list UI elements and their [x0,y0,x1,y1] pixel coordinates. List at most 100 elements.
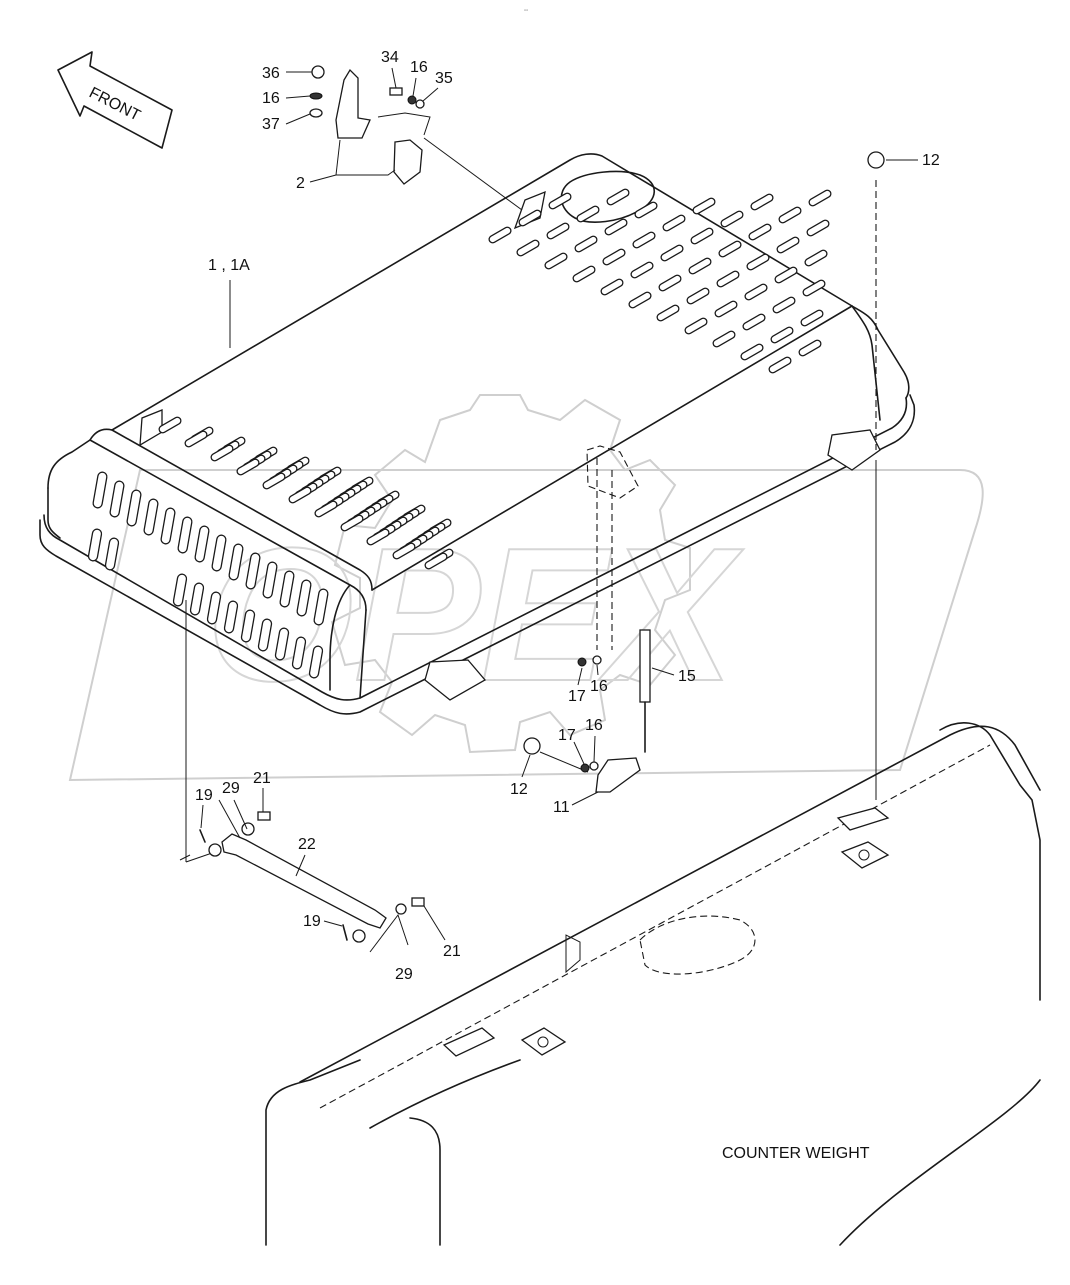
vent-slot [392,542,416,560]
vent-slot [518,209,542,227]
vent-slot [245,552,261,590]
callout-16-c: 16 [590,678,608,695]
callout-35: 35 [435,70,453,87]
top-vent-slots [158,188,832,570]
vent-slot [211,534,227,572]
vent-slot [240,609,256,643]
callout-16-b: 16 [410,59,428,76]
strut-bracket [595,757,641,793]
gas-strut [639,629,651,703]
vent-slot [656,304,680,322]
callout-1-1a: 1 , 1A [208,257,250,274]
callout-12-b: 12 [510,781,528,798]
bolt-34 [389,87,403,96]
vent-slot [160,507,176,545]
vent-slot [798,339,822,357]
vent-slot [223,600,239,634]
callout-22: 22 [298,836,316,853]
vent-slot [658,274,682,292]
vent-slot [634,201,658,219]
vent-slot [748,223,772,241]
vent-slot [262,472,286,490]
vent-slot [688,257,712,275]
washer-16-d [589,761,599,771]
callout-37: 37 [262,116,280,133]
vent-slot [628,291,652,309]
vent-slot [806,219,830,237]
callout-36: 36 [262,65,280,82]
hood-latch-assembly [309,65,431,185]
callout-29-a: 29 [222,780,240,797]
vent-slot [314,500,338,518]
front-arrow: FRONT [57,51,173,149]
vent-slot [228,543,244,581]
vent-slot [690,227,714,245]
vent-slot [604,218,628,236]
vent-slot [716,270,740,288]
vent-slot [802,279,826,297]
washer-29-b [208,843,222,857]
nut-17-a [577,657,587,667]
vent-slot [576,205,600,223]
callout-labels: 36 16 37 34 16 35 2 12 1 , 1A 17 16 15 1… [195,49,940,983]
nut-17-b [580,763,590,773]
vent-slot [574,235,598,253]
vent-slot [718,240,742,258]
vent-slot [630,261,654,279]
vent-slot [206,591,222,625]
hood-hinge-front [424,659,487,701]
bolt-36 [311,65,325,79]
callout-11: 11 [553,799,570,816]
vent-slot [158,416,182,434]
washer-37 [309,108,323,118]
gas-strut-assembly [523,151,885,793]
vent-slot [279,570,295,608]
vent-slot [770,326,794,344]
counterweight-label: COUNTER WEIGHT [722,1145,870,1162]
callout-17-b: 17 [558,727,576,744]
callout-19-b: 19 [303,913,321,930]
vent-slot [714,300,738,318]
latch-catch [393,139,423,185]
vent-slot [660,244,684,262]
corner-mark: ▫▫ [524,8,528,14]
vent-slot [189,582,205,616]
vent-slot [210,444,234,462]
washer-29-a [241,822,255,836]
vent-slot [308,645,324,679]
washer-16-b [407,95,417,105]
vent-slot [746,253,770,271]
callout-12-a: 12 [922,152,940,169]
stay-rod-assembly [199,799,425,953]
vent-slot [194,525,210,563]
pin-19-b [342,924,348,941]
vent-slot [774,266,798,284]
vent-slot [804,249,828,267]
latch-striker [335,68,371,139]
vent-slot [143,498,159,536]
callout-17-a: 17 [568,688,586,705]
vent-slot [744,283,768,301]
vent-slot [92,471,108,509]
vent-slot [236,458,260,476]
cw-pad-rear [836,807,890,831]
vent-slot [720,210,744,228]
vent-slot [296,579,312,617]
vent-slot [606,188,630,206]
vent-slot [340,514,364,532]
callout-15: 15 [678,668,696,685]
vent-slot [177,516,193,554]
callout-21-a: 21 [253,770,271,787]
washer-29-d [352,929,366,943]
vent-slot [808,189,832,207]
hood-bracket-left [139,409,163,447]
vent-slot [544,252,568,270]
vent-slot [184,430,208,448]
assembly-lines [179,137,877,863]
cw-pad-rear-2 [840,841,890,869]
washer-16 [309,92,323,100]
vent-slot [600,278,624,296]
vent-slot [662,214,686,232]
vent-slot [516,239,540,257]
counterweight: COUNTER WEIGHT [265,722,1041,1246]
